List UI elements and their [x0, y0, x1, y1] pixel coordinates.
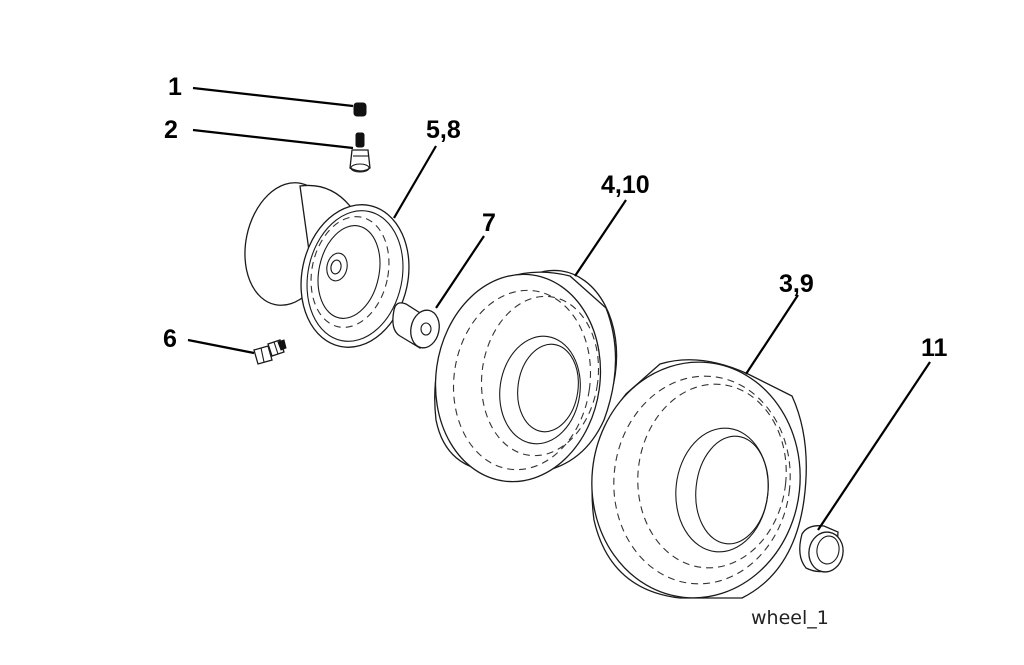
- leader-line-7: [435, 235, 485, 309]
- valve-cap-part: [353, 102, 367, 117]
- callout-2: 2: [164, 116, 178, 144]
- callout-7: 7: [482, 209, 496, 237]
- callout-11: 11: [921, 334, 948, 362]
- wheel-rim-part: [244, 182, 410, 348]
- diagram-caption: wheel_1: [751, 607, 829, 629]
- bushing-part: [392, 302, 440, 350]
- rear-tire-part: [591, 359, 807, 599]
- leader-line-4-10: [574, 199, 627, 277]
- valve-stem-part: [349, 132, 371, 173]
- leader-line-5-8: [393, 145, 437, 219]
- leader-line-3-9: [745, 294, 799, 375]
- leader-line-6: [187, 338, 255, 355]
- callout-5-8: 5,8: [426, 116, 461, 144]
- grease-fitting-part: [253, 339, 287, 365]
- leader-line-11: [817, 361, 931, 531]
- callout-4-10: 4,10: [601, 171, 650, 199]
- leader-line-2: [192, 128, 354, 150]
- callout-1: 1: [168, 73, 182, 101]
- leader-line-1: [192, 86, 354, 108]
- callout-3-9: 3,9: [779, 270, 814, 298]
- front-tire-part: [434, 269, 618, 483]
- callout-6: 6: [163, 325, 177, 353]
- hub-cap-part: [799, 525, 844, 573]
